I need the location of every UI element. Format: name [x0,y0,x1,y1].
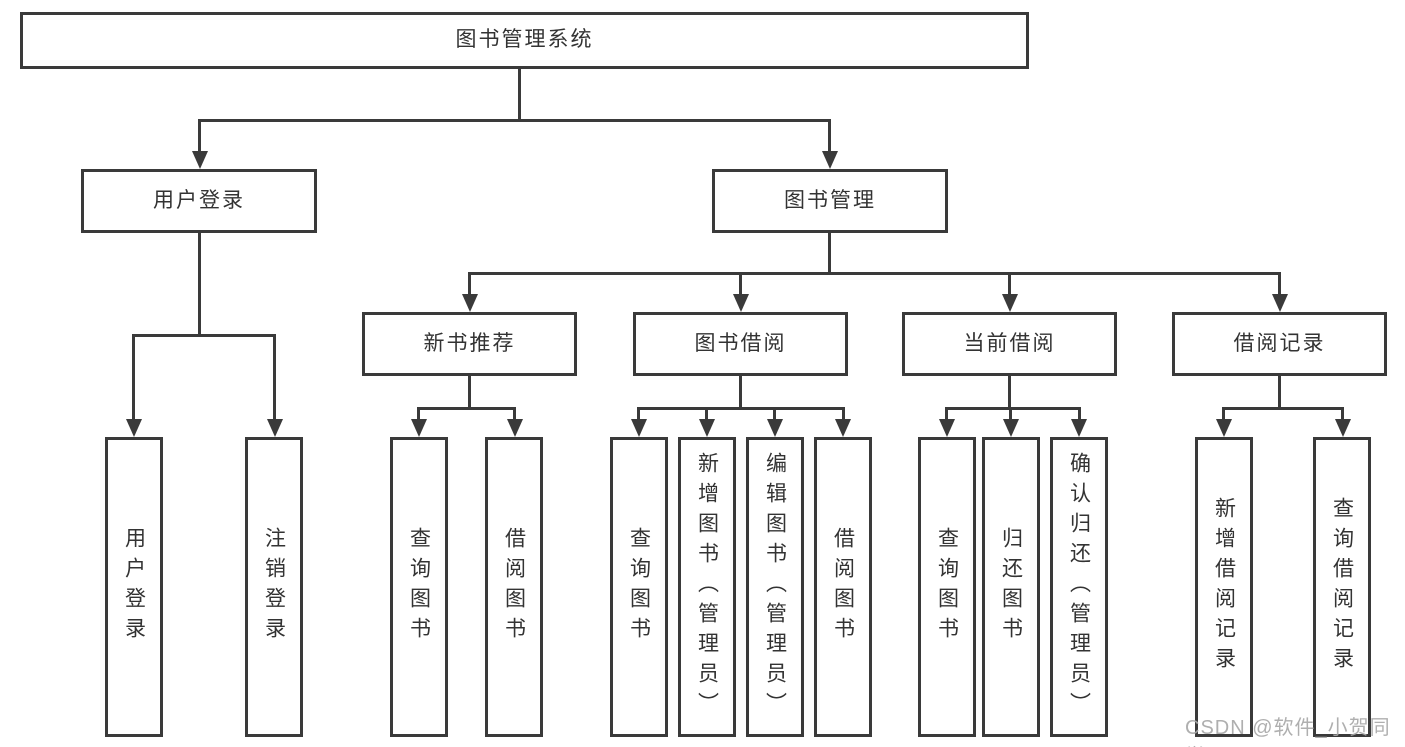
arrow-down-icon [1071,419,1087,437]
leaf-query-books-recommend: 查询图书 [390,437,448,737]
connector-line [705,407,708,423]
connector-line [1008,272,1011,298]
leaf-confirm-return-admin: 确认归还（管理员） [1050,437,1108,737]
connector-line [945,407,1081,410]
arrow-down-icon [1003,419,1019,437]
connector-line [468,376,471,410]
leaf-query-books-current: 查询图书 [918,437,976,737]
arrow-down-icon [507,419,523,437]
leaf-add-borrow-record: 新增借阅记录 [1195,437,1253,737]
arrow-down-icon [835,419,851,437]
leaf-user-login: 用户登录 [105,437,163,737]
connector-line [1078,407,1081,423]
arrow-down-icon [126,419,142,437]
arrow-down-icon [1272,294,1288,312]
arrow-down-icon [1002,294,1018,312]
connector-line [1008,376,1011,410]
connector-line [417,407,420,423]
connector-line [637,407,640,423]
connector-line [132,334,135,422]
arrow-down-icon [1335,419,1351,437]
node-book-borrowing: 图书借阅 [633,312,848,376]
csdn-watermark: CSDN @软件_小贺同学 [1185,717,1391,747]
arrow-down-icon [822,151,838,169]
connector-line [1278,272,1281,298]
connector-line [1278,376,1281,410]
connector-line [828,233,831,275]
connector-line [417,407,516,410]
arrow-down-icon [462,294,478,312]
node-borrowing-records: 借阅记录 [1172,312,1387,376]
connector-line [1009,407,1012,423]
node-library-management-system: 图书管理系统 [20,12,1029,69]
connector-line [828,119,831,155]
connector-line [518,69,521,122]
connector-line [198,119,201,155]
leaf-return-book: 归还图书 [982,437,1040,737]
arrow-down-icon [1216,419,1232,437]
arrow-down-icon [192,151,208,169]
node-user-login: 用户登录 [81,169,317,233]
leaf-borrow-books-recommend: 借阅图书 [485,437,543,737]
connector-line [945,407,948,423]
connector-line [132,334,276,337]
connector-line [198,233,201,337]
connector-line [1222,407,1344,410]
connector-line [739,376,742,410]
node-new-book-recommendation: 新书推荐 [362,312,577,376]
arrow-down-icon [699,419,715,437]
leaf-add-book-admin: 新增图书（管理员） [678,437,736,737]
connector-line [842,407,845,423]
connector-line [773,407,776,423]
arrow-down-icon [939,419,955,437]
node-current-borrowing: 当前借阅 [902,312,1117,376]
arrow-down-icon [631,419,647,437]
connector-line [739,272,742,298]
leaf-query-books-borrowing: 查询图书 [610,437,668,737]
leaf-edit-book-admin: 编辑图书（管理员） [746,437,804,737]
node-book-management: 图书管理 [712,169,948,233]
connector-line [468,272,471,298]
connector-line [468,272,1281,275]
leaf-borrow-books-borrowing: 借阅图书 [814,437,872,737]
arrow-down-icon [767,419,783,437]
connector-line [198,119,831,122]
connector-line [273,334,276,422]
connector-line [1341,407,1344,423]
arrow-down-icon [733,294,749,312]
leaf-query-borrow-record: 查询借阅记录 [1313,437,1371,737]
connector-line [513,407,516,423]
connector-line [637,407,845,410]
arrow-down-icon [267,419,283,437]
arrow-down-icon [411,419,427,437]
connector-line [1222,407,1225,423]
leaf-logout: 注销登录 [245,437,303,737]
